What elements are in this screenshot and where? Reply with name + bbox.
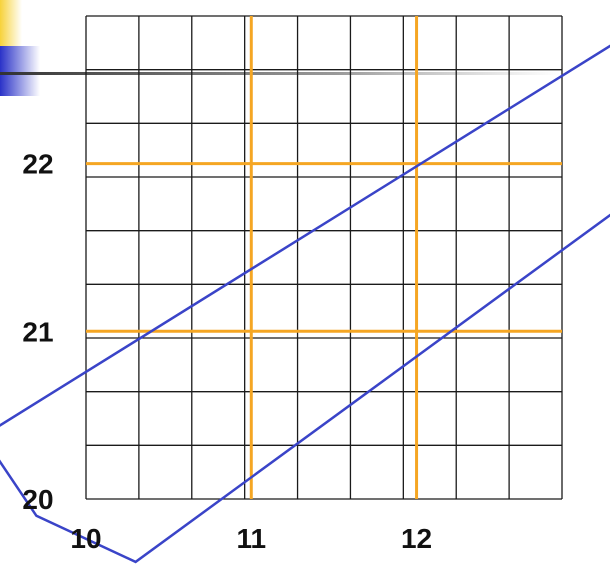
grid-lines <box>85 15 563 500</box>
major-gridlines <box>86 16 562 499</box>
tick-labels: 10 11 12 20 21 22 <box>22 149 432 554</box>
rotated-rectangle <box>0 44 610 564</box>
x-tick-label: 10 <box>70 523 101 554</box>
x-tick-label: 12 <box>401 523 432 554</box>
accent-yellow-block <box>0 0 22 46</box>
rotated-rectangle-outline <box>0 44 610 564</box>
y-tick-label: 22 <box>22 149 53 180</box>
y-tick-label: 21 <box>22 316 53 347</box>
y-tick-label: 20 <box>22 484 53 515</box>
x-tick-label: 11 <box>236 523 266 554</box>
slide-accent <box>0 0 560 96</box>
header-rule <box>0 72 560 75</box>
accent-blue-block <box>0 46 40 96</box>
